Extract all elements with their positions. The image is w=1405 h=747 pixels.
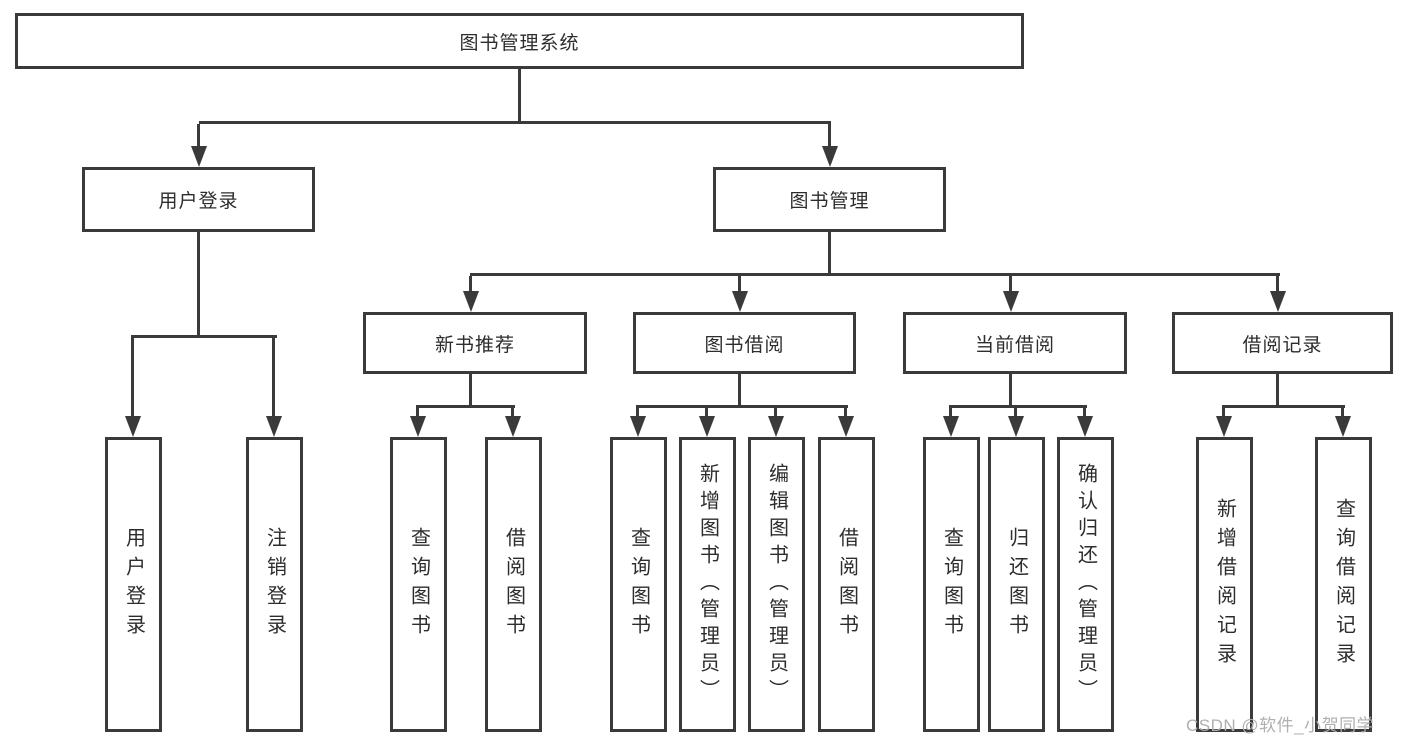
arrowhead-down-icon <box>838 416 854 437</box>
leaf-query-borrow-record: 查询借阅记录 <box>1315 437 1372 732</box>
connector-stem-leaf <box>774 408 777 418</box>
connector-root-stem <box>518 69 521 121</box>
arrowhead-down-icon <box>505 416 521 437</box>
arrowhead-down-icon <box>266 416 282 437</box>
connector-stem-leaf <box>1341 408 1344 418</box>
arrowhead-down-icon <box>1008 416 1024 437</box>
connector-stem-borrow-records <box>1276 276 1279 292</box>
node-book-management-label: 图书管理 <box>789 191 870 212</box>
node-current-borrowing: 当前借阅 <box>903 312 1127 374</box>
connector-stem-leaf <box>636 408 639 418</box>
node-root-label: 图书管理系统 <box>459 32 580 54</box>
csdn-watermark: CSDN @软件_小贺同学 <box>1186 716 1375 735</box>
leaf-add-borrow-record-label: 新增借阅记录 <box>1213 497 1236 672</box>
leaf-borrow-books-borrowing: 借阅图书 <box>818 437 875 732</box>
arrowhead-down-icon <box>943 416 959 437</box>
connector-stem-current-borrowing <box>1009 276 1012 292</box>
arrowhead-down-icon <box>1077 416 1093 437</box>
connector-stem-leaf <box>844 408 847 418</box>
leaf-query-books-borrowing: 查询图书 <box>610 437 667 732</box>
connector-stem-leaf <box>1014 408 1017 418</box>
arrowhead-down-icon <box>699 416 715 437</box>
arrowhead-down-icon <box>1216 416 1232 437</box>
leaf-borrow-books-label: 借阅图书 <box>835 526 858 643</box>
leaf-add-book-admin-label: 新增图书（管理员） <box>696 463 719 706</box>
connector-stem-leaf <box>1083 408 1086 418</box>
connector-user-login-rail <box>131 335 277 338</box>
arrowhead-down-icon <box>125 416 141 437</box>
connector-group2-stem <box>738 374 741 405</box>
node-root: 图书管理系统 <box>15 13 1024 69</box>
leaf-borrow-books-recommend: 借阅图书 <box>485 437 542 732</box>
connector-group4-rail <box>1222 405 1345 408</box>
leaf-query-books-recommend: 查询图书 <box>390 437 447 732</box>
connector-stem-new-book <box>469 276 472 292</box>
connector-level3-rail <box>470 273 1280 276</box>
node-new-book-recommend: 新书推荐 <box>363 312 587 374</box>
connector-group3-rail <box>949 405 1087 408</box>
leaf-user-login-label: 用户登录 <box>122 526 145 643</box>
node-book-borrowing: 图书借阅 <box>633 312 856 374</box>
arrowhead-down-icon <box>630 416 646 437</box>
connector-stem-user-login <box>197 124 200 147</box>
connector-group4-stem <box>1276 374 1279 405</box>
node-book-borrowing-label: 图书借阅 <box>704 334 785 356</box>
leaf-logout: 注销登录 <box>246 437 303 732</box>
arrowhead-down-icon <box>191 146 207 167</box>
leaf-query-books-label: 查询图书 <box>940 526 963 643</box>
node-user-login: 用户登录 <box>82 167 315 232</box>
arrowhead-down-icon <box>822 146 838 167</box>
leaf-edit-book-admin: 编辑图书（管理员） <box>748 437 805 732</box>
leaf-query-books-label: 查询图书 <box>627 526 650 643</box>
node-current-borrowing-label: 当前借阅 <box>974 334 1055 356</box>
connector-stem-leaf <box>1222 408 1225 418</box>
leaf-logout-label: 注销登录 <box>263 526 286 643</box>
connector-group1-stem <box>469 374 472 405</box>
node-new-book-recommend-label: 新书推荐 <box>434 334 515 356</box>
node-borrow-records-label: 借阅记录 <box>1242 334 1323 356</box>
connector-group2-rail <box>636 405 848 408</box>
leaf-query-books-current: 查询图书 <box>923 437 980 732</box>
connector-group3-stem <box>1009 374 1012 405</box>
arrowhead-down-icon <box>463 291 479 312</box>
arrowhead-down-icon <box>732 291 748 312</box>
leaf-edit-book-admin-label: 编辑图书（管理员） <box>765 463 788 706</box>
connector-book-management-stem <box>828 232 831 273</box>
connector-stem-book-management <box>828 124 831 147</box>
leaf-query-borrow-record-label: 查询借阅记录 <box>1332 497 1355 672</box>
arrowhead-down-icon <box>1335 416 1351 437</box>
leaf-user-login: 用户登录 <box>105 437 162 732</box>
leaf-confirm-return-admin-label: 确认归还（管理员） <box>1074 463 1097 706</box>
leaf-add-borrow-record: 新增借阅记录 <box>1196 437 1253 732</box>
leaf-return-books: 归还图书 <box>988 437 1045 732</box>
leaf-confirm-return-admin: 确认归还（管理员） <box>1057 437 1114 732</box>
connector-stem-leaf-logout <box>272 338 275 416</box>
connector-stem-leaf <box>705 408 708 418</box>
arrowhead-down-icon <box>768 416 784 437</box>
arrowhead-down-icon <box>1003 291 1019 312</box>
node-user-login-label: 用户登录 <box>158 191 239 212</box>
node-borrow-records: 借阅记录 <box>1172 312 1393 374</box>
leaf-return-books-label: 归还图书 <box>1005 526 1028 643</box>
leaf-query-books-label: 查询图书 <box>407 526 430 643</box>
leaf-add-book-admin: 新增图书（管理员） <box>679 437 736 732</box>
arrowhead-down-icon <box>410 416 426 437</box>
connector-stem-leaf-user-login <box>131 338 134 416</box>
connector-user-login-stem <box>197 232 200 335</box>
connector-stem-leaf <box>416 408 419 418</box>
node-book-management: 图书管理 <box>713 167 946 232</box>
connector-group1-rail <box>416 405 515 408</box>
connector-level2-rail <box>199 121 831 124</box>
connector-stem-book-borrowing <box>738 276 741 292</box>
connector-stem-leaf <box>949 408 952 418</box>
leaf-borrow-books-label: 借阅图书 <box>502 526 525 643</box>
arrowhead-down-icon <box>1270 291 1286 312</box>
connector-stem-leaf <box>511 408 514 418</box>
